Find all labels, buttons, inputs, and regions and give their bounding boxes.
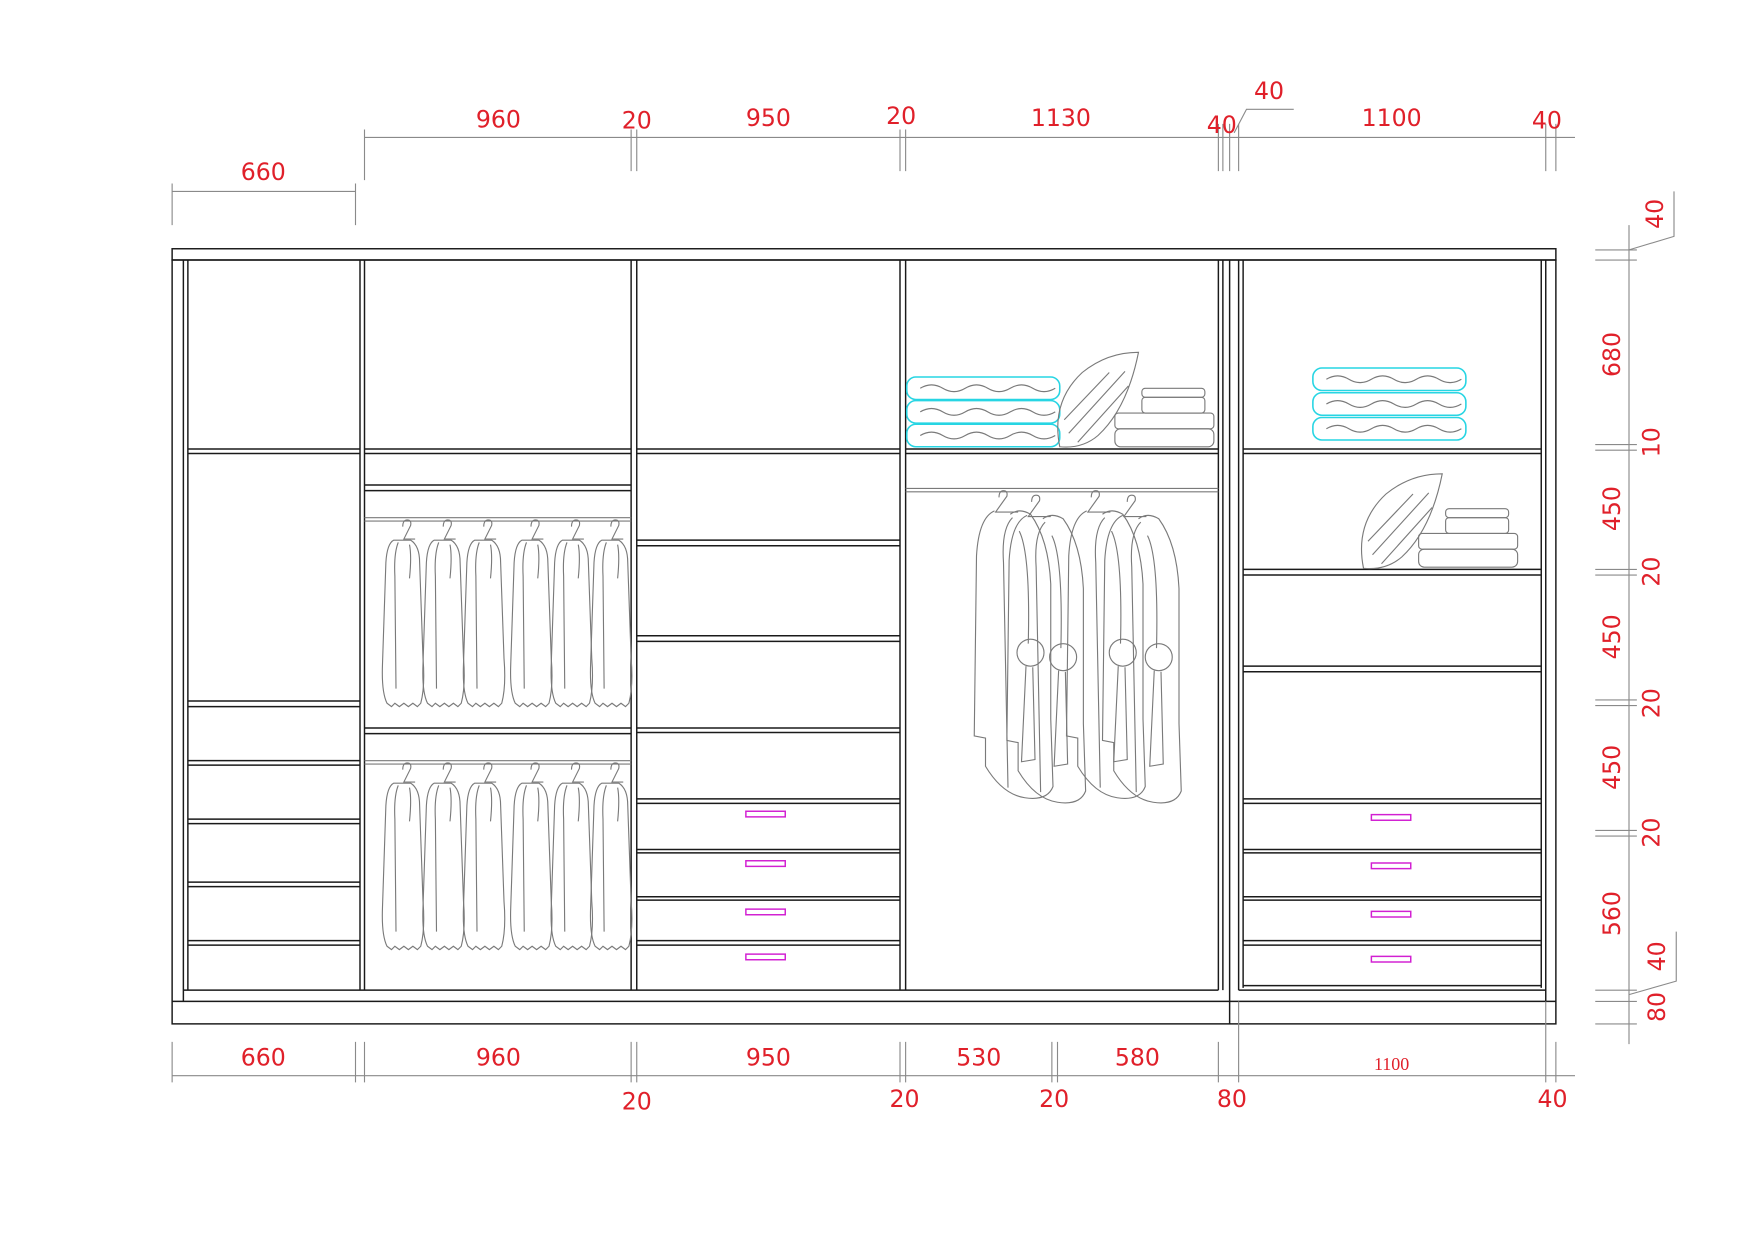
drawer-handle[interactable]: [1370, 813, 1412, 821]
bottom-dimensions: 660 960 950 530 580 1100 20 20 20 80 40: [241, 1044, 1568, 1116]
dim-label: 40: [1537, 1085, 1567, 1113]
dim-label: 40: [1532, 106, 1562, 134]
column-1-shelves: [187, 448, 360, 946]
dim-label: 40: [1641, 199, 1669, 229]
top-dimensions: 660 960 20 950 20 1130 40 40 1100 40: [241, 77, 1562, 186]
dim-label: 80: [1643, 992, 1671, 1022]
dim-label: 20: [1637, 818, 1665, 848]
drawer-handle[interactable]: [745, 908, 786, 916]
drawer-handles-column-3: [745, 810, 786, 961]
column-4-shelves: [905, 448, 1219, 493]
pillow-icon: [1360, 473, 1443, 570]
column-5-shelves: [1243, 448, 1542, 946]
cabinet-frame: [171, 248, 1557, 1025]
dim-label: 450: [1598, 614, 1626, 659]
dim-label: 40: [1207, 111, 1237, 139]
dim-label: 10: [1637, 427, 1665, 457]
dim-label: 20: [1039, 1085, 1069, 1113]
dim-label: 20: [1637, 688, 1665, 718]
drawer-handle[interactable]: [745, 810, 786, 818]
column-3-shelves: [636, 448, 900, 946]
dim-label: 950: [746, 104, 791, 132]
dimension-lines: [171, 108, 1677, 1083]
dim-label: 560: [1598, 891, 1626, 936]
drawer-handle[interactable]: [745, 860, 786, 868]
dim-label: 1130: [1031, 104, 1091, 132]
drawer-handle[interactable]: [1370, 862, 1412, 870]
dim-label: 450: [1598, 745, 1626, 790]
dim-label: 680: [1598, 332, 1626, 377]
dim-label: 20: [1637, 557, 1665, 587]
dim-label: 20: [622, 1087, 652, 1115]
dim-label: 450: [1598, 486, 1626, 531]
dim-label: 20: [886, 102, 916, 130]
dim-label: 40: [1254, 77, 1284, 105]
right-dimensions: 40 680 10 450 20 450 20 450 20 560 40 80: [1598, 199, 1671, 1022]
dim-label: 950: [746, 1044, 791, 1072]
column-2-shelves: [364, 448, 632, 765]
dim-label: 960: [476, 105, 521, 133]
dim-label: 580: [1115, 1044, 1160, 1072]
drawer-handle[interactable]: [1370, 955, 1412, 963]
hanging-coats: [973, 490, 1182, 804]
dim-label: 660: [241, 158, 286, 186]
dim-label: 1100: [1362, 104, 1422, 132]
drawer-handle[interactable]: [1370, 910, 1412, 918]
dim-label: 20: [622, 106, 652, 134]
pillow-icon: [1057, 351, 1140, 448]
dim-label: 660: [241, 1044, 286, 1072]
dim-label: 1100: [1374, 1054, 1409, 1074]
dim-label: 80: [1217, 1085, 1247, 1113]
folded-towels-column-4: [905, 376, 1061, 448]
dim-label: 960: [476, 1044, 521, 1072]
hanging-shirts-lower: [381, 762, 633, 951]
hanging-shirts-upper: [381, 519, 633, 708]
dim-label: 40: [1643, 941, 1671, 971]
folded-clothes-stack: [1114, 387, 1215, 448]
drawer-handle[interactable]: [745, 953, 786, 961]
dim-label: 530: [956, 1044, 1001, 1072]
folded-towels-column-5: [1312, 367, 1467, 441]
folded-clothes-stack: [1418, 508, 1519, 568]
column-dividers: [187, 260, 1542, 1002]
dim-label: 20: [889, 1085, 919, 1113]
